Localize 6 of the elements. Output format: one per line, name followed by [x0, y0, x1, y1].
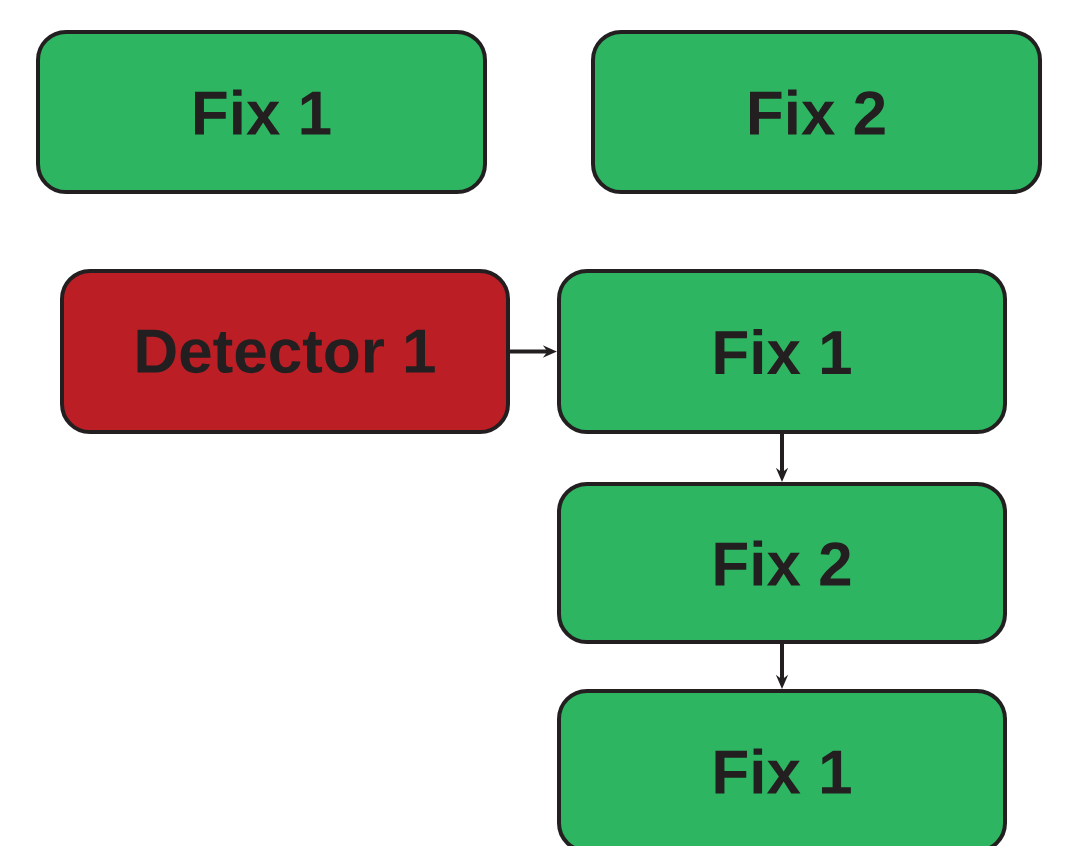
process-box: Fix 2: [557, 482, 1007, 644]
process-box: Fix 1: [36, 30, 487, 194]
process-box: Fix 1: [557, 689, 1007, 846]
process-box: Fix 2: [591, 30, 1042, 194]
detector-box: Detector 1: [60, 269, 510, 434]
process-box: Fix 1: [557, 269, 1007, 434]
